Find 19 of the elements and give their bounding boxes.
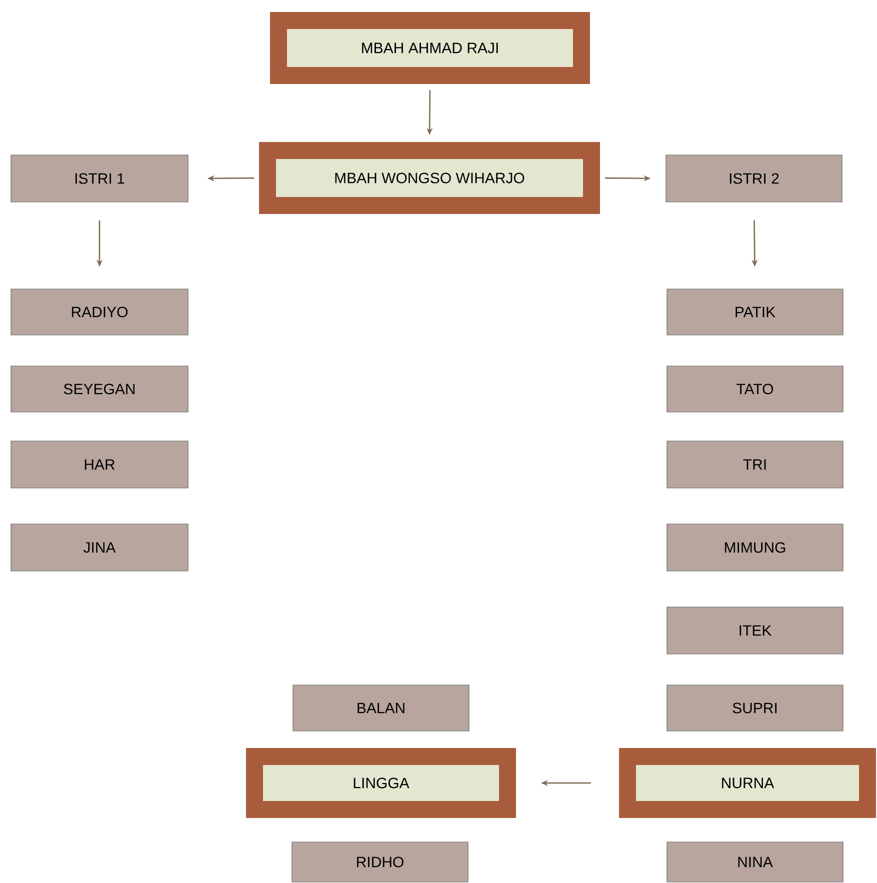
name-box: ISTRI 1 [10,154,188,202]
name-box: JINA [10,524,188,572]
name-box: BALAN [292,684,470,732]
name-box: LINGGA [246,748,516,818]
name-box: SUPRI [666,684,844,732]
name-box: ISTRI 2 [666,154,842,202]
name-box: PATIK [666,288,844,336]
name-box: NURNA [619,748,876,818]
name-box: MBAH AHMAD RAJI [270,12,590,84]
name-box: MIMUNG [666,524,844,572]
name-box: NINA [666,842,844,882]
name-box: RIDHO [292,842,468,882]
name-box: SEYEGAN [10,366,188,412]
name-box: TATO [666,366,844,412]
name-box: MBAH WONGSO WIHARJO [259,142,600,214]
name-box: HAR [10,440,188,488]
name-box: ITEK [666,606,844,654]
name-box: RADIYO [10,288,188,336]
name-box: TRI [666,440,844,488]
